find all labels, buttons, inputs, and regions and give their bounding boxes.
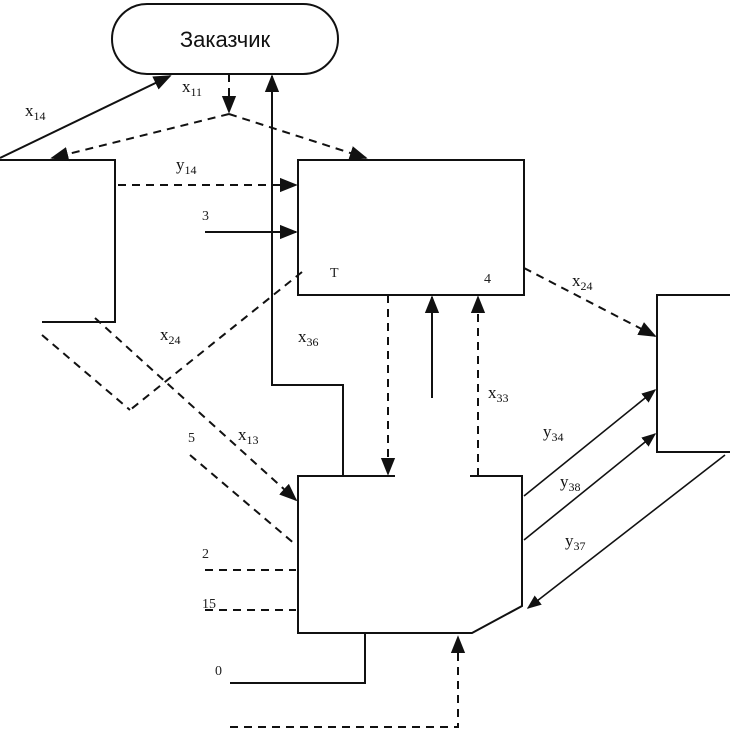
label-x11: x11 <box>182 77 202 99</box>
scan-gap-top-center-2 <box>345 268 480 282</box>
label-x36: x36 <box>298 327 319 349</box>
edge-x24-left-line <box>129 271 303 411</box>
edge-5-line <box>189 454 297 546</box>
scan-gap-right <box>665 370 730 410</box>
fragment-15: 15 <box>202 597 216 612</box>
customer-node: Заказчик <box>111 3 339 75</box>
edge-left-dash-a <box>41 334 131 411</box>
scan-gap-mid <box>390 398 475 406</box>
customer-label: Заказчик <box>180 27 271 52</box>
fragment-t: T <box>330 266 339 281</box>
label-y14: y14 <box>176 155 197 177</box>
label-x24-right: x24 <box>572 271 593 293</box>
right-block <box>656 294 730 453</box>
label-x33: x33 <box>488 383 509 405</box>
edge-y37-line <box>526 454 726 609</box>
edge-x36-line <box>264 74 344 476</box>
fragment-2: 2 <box>202 547 209 562</box>
scan-gap-left <box>0 170 80 190</box>
edge-split-right <box>228 113 368 160</box>
fragment-0: 0 <box>215 664 222 679</box>
scan-gap-bottom-center <box>395 460 470 488</box>
label-x13: x13 <box>238 425 259 447</box>
edge-y34-line <box>523 389 657 497</box>
edge-x13-line <box>94 317 298 502</box>
label-x14: x14 <box>25 101 46 123</box>
edge-x14-line <box>0 75 172 159</box>
label-y37: y37 <box>565 531 586 553</box>
edge-0-line <box>230 633 366 684</box>
fragment-4: 4 <box>484 272 491 287</box>
fragment-5: 5 <box>188 431 195 446</box>
label-y34: y34 <box>543 422 564 444</box>
label-y38: y38 <box>560 472 581 494</box>
edge-bottom-dashed <box>230 635 466 728</box>
edge-split-left <box>50 113 230 162</box>
edge-y38-line <box>523 433 657 541</box>
bottom-center-block <box>297 475 523 634</box>
edge-x24-right-line <box>523 267 657 337</box>
label-x24-left: x24 <box>160 325 181 347</box>
fragment-3: 3 <box>202 209 209 224</box>
scan-gap-top-center <box>338 168 416 268</box>
